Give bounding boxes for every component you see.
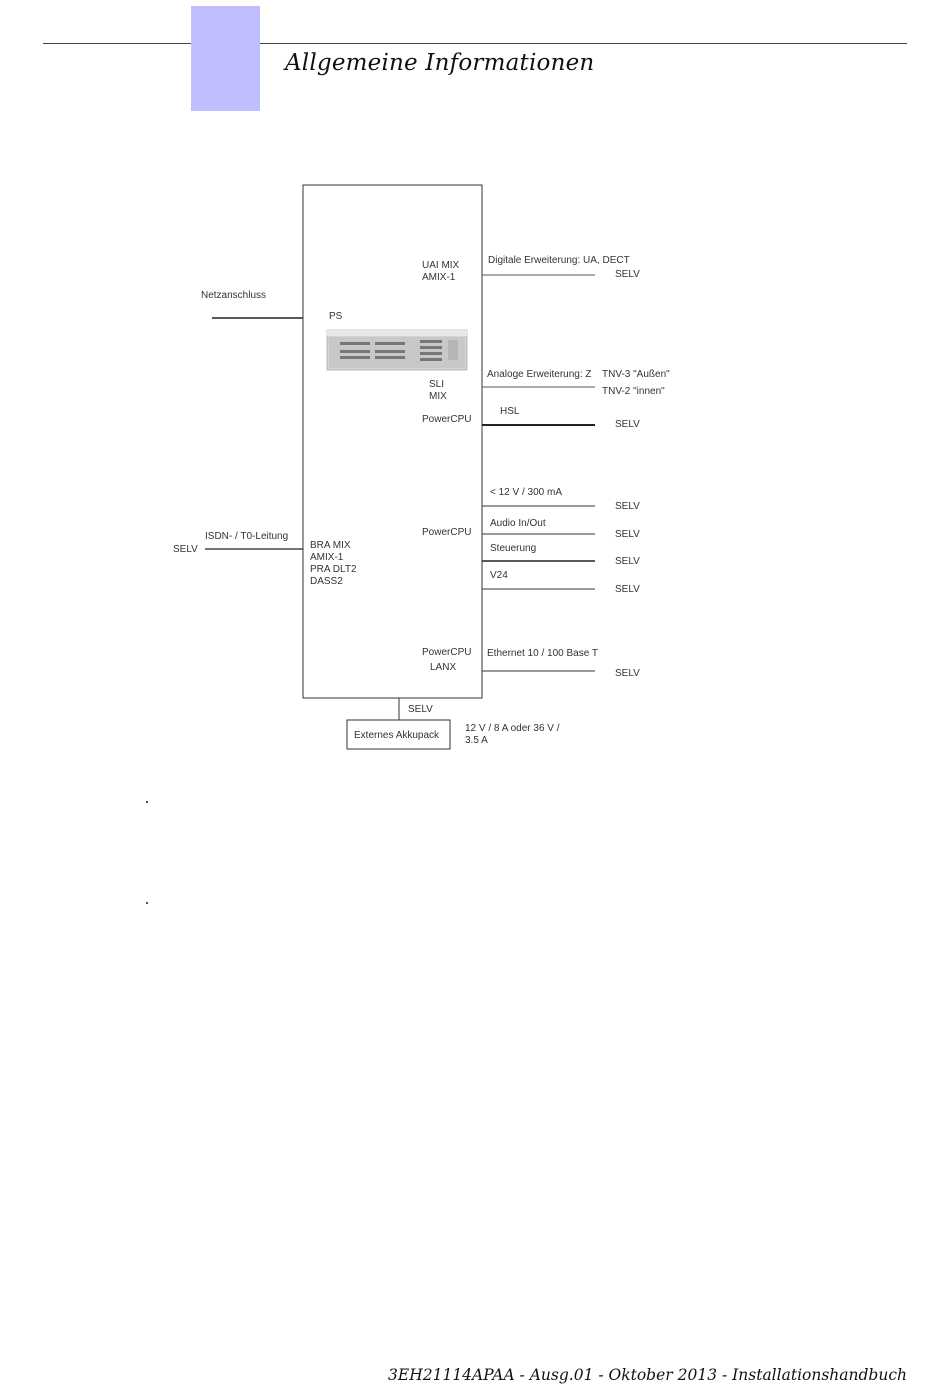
chapter-tab [191,6,260,111]
akkupack-label: Externes Akkupack [354,730,440,741]
isdn-selv-label: SELV [173,544,198,555]
header-rule [43,43,907,44]
ps-label: PS [329,311,343,322]
mix-label: MIX [429,391,447,402]
selv-5-label: SELV [615,556,640,567]
system-box [302,184,483,699]
analoge-label: Analoge Erweiterung: Z [487,369,592,380]
dass2-label: DASS2 [310,576,343,587]
amix1-top-label: AMIX-1 [422,272,456,283]
selv-6-label: SELV [615,584,640,595]
page-footer: 3EH21114APAA - Ausg.01 - Oktober 2013 - … [388,1366,907,1384]
hsl-label: HSL [500,406,520,417]
device-image [326,329,468,371]
pra-dlt2-label: PRA DLT2 [310,564,357,575]
uai-mix-label: UAI MIX [422,260,460,271]
v12-label: < 12 V / 300 mA [490,487,562,498]
bottom-selv-label: SELV [408,704,433,715]
isdn-label: ISDN- / T0-Leitung [205,531,288,542]
bra-mix-label: BRA MIX [310,540,351,551]
tnv2-label: TNV-2 "innen" [602,386,665,397]
selv-7-label: SELV [615,668,640,679]
powercpu-3-label: PowerCPU [422,647,471,658]
amix1-bottom-label: AMIX-1 [310,552,344,563]
akkupack-box [346,719,451,750]
powercpu-1-label: PowerCPU [422,414,471,425]
ethernet-label: Ethernet 10 / 100 Base T [487,648,598,659]
digitale-label: Digitale Erweiterung: UA, DECT [488,255,630,266]
steuerung-label: Steuerung [490,543,536,554]
audio-label: Audio In/Out [490,518,546,529]
sli-label: SLI [429,379,444,390]
stray-dot [146,902,148,904]
lanx-label: LANX [430,662,456,673]
selv-4-label: SELV [615,529,640,540]
page-title: Allgemeine Informationen [285,50,595,76]
selv-3-label: SELV [615,501,640,512]
powercpu-2-label: PowerCPU [422,527,471,538]
akkupack-spec-line2: 3.5 A [465,735,488,746]
netzanschluss-label: Netzanschluss [201,290,266,301]
selv-1-label: SELV [615,269,640,280]
v24-label: V24 [490,570,508,581]
stray-dot [146,801,148,803]
tnv3-label: TNV-3 "Außen" [602,369,670,380]
selv-2-label: SELV [615,419,640,430]
akkupack-spec-line1: 12 V / 8 A oder 36 V / [465,723,560,734]
